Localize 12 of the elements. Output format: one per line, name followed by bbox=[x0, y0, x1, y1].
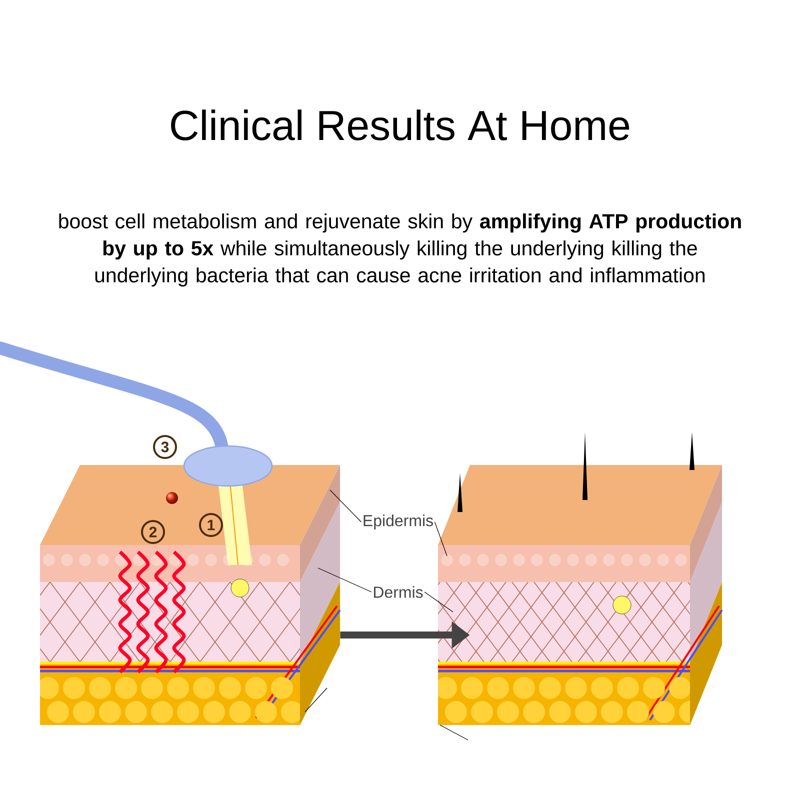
leader-line bbox=[330, 490, 362, 522]
title: Clinical Results At Home bbox=[171, 110, 630, 140]
leader-line bbox=[424, 592, 454, 612]
layer-label: Epidermis bbox=[364, 514, 433, 530]
callout-number: 3 bbox=[153, 435, 177, 459]
leader-line bbox=[434, 522, 448, 556]
layer-label: Dermis bbox=[374, 586, 423, 598]
leader-line bbox=[318, 568, 372, 592]
callout-number: 2 bbox=[141, 520, 165, 544]
skin-block-drawing bbox=[0, 342, 341, 725]
description: boost cell metabolism and rejuvenate skin by amplifying ATP production by up to 5x while simultaneously killing the underlying killing the underlying bacteria that can cause acne irritation and inflammation bbox=[59, 213, 741, 287]
callout-number: 1 bbox=[199, 513, 223, 537]
